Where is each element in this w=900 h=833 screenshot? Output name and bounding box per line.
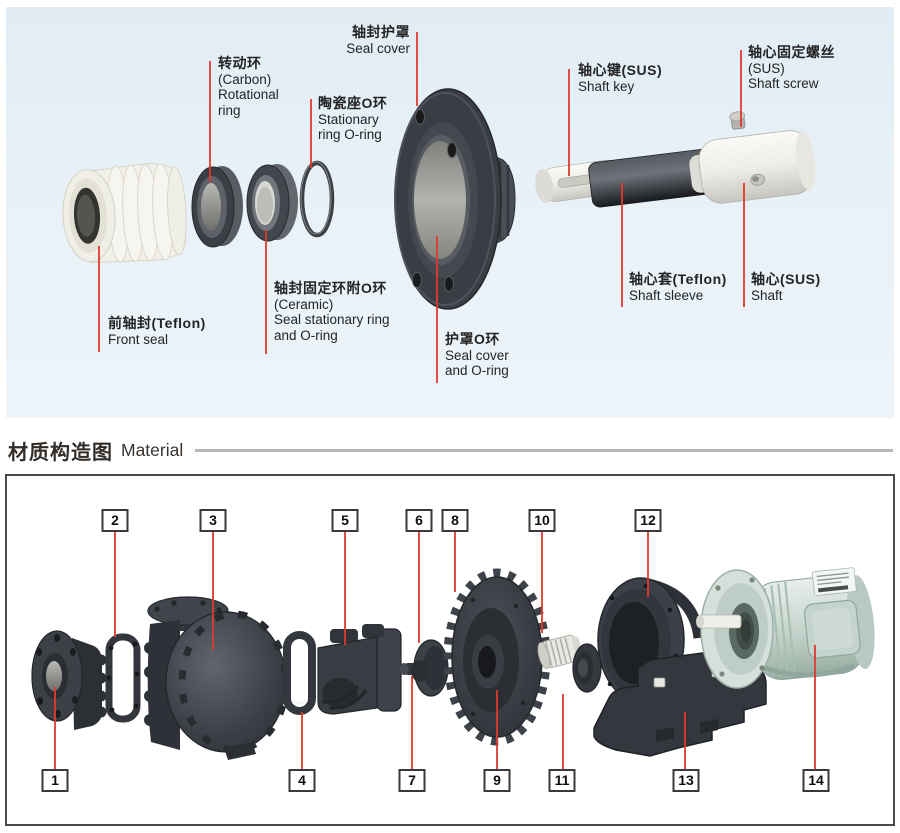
label-line-en: Shaft [751, 287, 783, 303]
label-line-zh: 陶瓷座O环 [318, 95, 388, 111]
part-number-10: 10 [528, 509, 556, 532]
label-line-en: Shaft screw [748, 76, 819, 91]
label-rotational-ring: 转动环 (Carbon) Rotational ring [218, 55, 279, 118]
front-seal-drawing [62, 162, 187, 264]
label-line-zh: 轴心固定螺丝 [748, 44, 835, 60]
part-number-12: 12 [634, 509, 662, 532]
label-line-zh: 轴封护罩 [352, 24, 410, 40]
part-3-drawing [144, 596, 290, 760]
label-line-en: Seal stationary ring [274, 312, 390, 327]
seal-cover-drawing [394, 88, 516, 310]
part-8-9-drawing [443, 568, 551, 746]
part-4-drawing [283, 631, 316, 715]
label-line-en: Seal cover [445, 347, 509, 363]
label-line-en: (Carbon) [218, 71, 272, 87]
label-line-zh: 轴封固定环附O环 [274, 280, 387, 296]
label-line-zh: 轴心键(SUS) [578, 62, 663, 78]
part-number-8: 8 [441, 509, 469, 532]
part-5-drawing [317, 624, 402, 715]
label-line-en: Seal cover [346, 40, 410, 56]
part-2-drawing [105, 633, 141, 723]
label-line-en: ring [218, 102, 241, 118]
label-line-en: Shaft sleeve [629, 287, 704, 303]
part-number-6: 6 [405, 509, 433, 532]
part-number-5: 5 [331, 509, 359, 532]
material-title-zh: 材质构造图 [8, 441, 113, 464]
part-number-1: 1 [41, 769, 69, 792]
material-leader-lines [54, 531, 816, 769]
part-number-4: 4 [288, 769, 316, 792]
part-number-14: 14 [802, 769, 830, 792]
label-shaft-sleeve: 轴心套(Teflon) Shaft sleeve [629, 271, 727, 303]
material-title-en: Material [121, 439, 184, 460]
label-line-en: (SUS) [748, 60, 785, 76]
label-line-zh: 护罩O环 [445, 331, 500, 347]
label-line-zh: 转动环 [218, 55, 262, 71]
part-number-9: 9 [483, 769, 511, 792]
material-section-header: 材质构造图 Material [8, 436, 893, 464]
label-seal-cover-o-ring: 护罩O环 Seal cover and O-ring [445, 331, 509, 379]
rotational-ring-drawing [191, 166, 243, 248]
part-number-2: 2 [101, 509, 129, 532]
part-14-motor-drawing [696, 567, 875, 689]
label-line-en: and O-ring [445, 363, 509, 378]
label-seal-cover: 轴封护罩 Seal cover [346, 24, 410, 56]
label-stationary-ring-o-ring: 陶瓷座O环 Stationary ring O-ring [318, 95, 388, 143]
label-line-zh: 轴心套(Teflon) [629, 271, 727, 287]
part-number-3: 3 [199, 509, 227, 532]
label-line-en: (Ceramic) [274, 296, 334, 312]
part-number-7: 7 [398, 769, 426, 792]
o-ring-drawing [299, 160, 335, 238]
seal-leader-lines [98, 32, 745, 383]
stationary-ring-drawing [246, 164, 298, 242]
label-front-seal: 前轴封(Teflon) Front seal [108, 315, 206, 347]
label-line-zh: 轴心(SUS) [751, 271, 821, 287]
label-line-en: Rotational [218, 87, 279, 102]
label-shaft: 轴心(SUS) Shaft [751, 271, 821, 303]
label-line-en: ring O-ring [318, 127, 382, 142]
header-divider-line [195, 448, 893, 452]
part-number-13: 13 [672, 769, 700, 792]
label-shaft-key: 轴心键(SUS) Shaft key [578, 62, 663, 94]
label-line-en: Front seal [108, 331, 169, 347]
part-6-7-drawing [399, 639, 449, 697]
label-line-en: Shaft key [578, 78, 635, 94]
part-1-drawing [31, 630, 107, 730]
label-shaft-screw: 轴心固定螺丝 (SUS) Shaft screw [748, 44, 835, 92]
label-seal-stationary-ring: 轴封固定环附O环 (Ceramic) Seal stationary ring … [274, 280, 390, 343]
shaft-drawing [689, 111, 816, 204]
label-line-en: and O-ring [274, 327, 338, 343]
label-line-zh: 前轴封(Teflon) [108, 315, 206, 331]
label-line-en: Stationary [318, 111, 379, 127]
part-number-11: 11 [548, 769, 576, 792]
